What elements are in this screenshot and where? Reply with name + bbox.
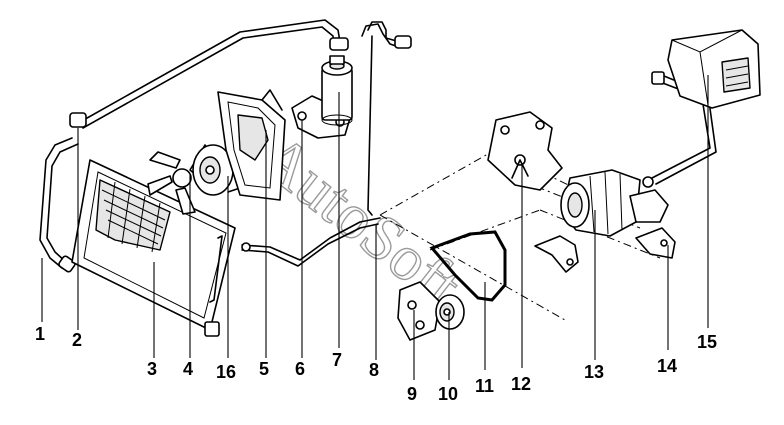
fan-shroud <box>217 89 286 201</box>
callout-5: 5 <box>259 359 269 379</box>
callout-10: 10 <box>438 384 458 404</box>
pipe-8 <box>361 21 412 216</box>
callout-11: 11 <box>475 376 494 396</box>
callout-7: 7 <box>332 350 342 370</box>
receiver-dryer <box>321 55 353 126</box>
dryer-bracket <box>291 95 351 139</box>
callout-15: 15 <box>697 332 717 352</box>
callout-8: 8 <box>369 360 379 380</box>
leader-lines <box>41 75 709 380</box>
compressor <box>560 169 669 237</box>
drive-belt <box>429 230 507 302</box>
support-bracket <box>534 235 579 273</box>
callout-16: 16 <box>216 362 236 382</box>
callout-2: 2 <box>72 330 82 350</box>
callout-labels: 1 2 3 4 16 5 6 7 8 9 10 11 12 13 14 15 <box>35 324 717 404</box>
callout-1: 1 <box>35 324 45 344</box>
pipe-upper <box>79 19 349 129</box>
callout-12: 12 <box>511 374 531 394</box>
callout-14: 14 <box>657 356 677 376</box>
callout-9: 9 <box>407 384 417 404</box>
pipe-1 <box>39 112 87 273</box>
callout-3: 3 <box>147 359 157 379</box>
callout-6: 6 <box>295 359 305 379</box>
compressor-bracket <box>487 111 563 191</box>
hose-lower <box>241 217 381 267</box>
idler-bracket <box>397 281 441 341</box>
callout-4: 4 <box>183 359 193 379</box>
callout-13: 13 <box>584 362 604 382</box>
mount-bracket <box>635 227 676 259</box>
evaporator-unit <box>667 29 761 109</box>
idler-pulley <box>435 294 465 330</box>
